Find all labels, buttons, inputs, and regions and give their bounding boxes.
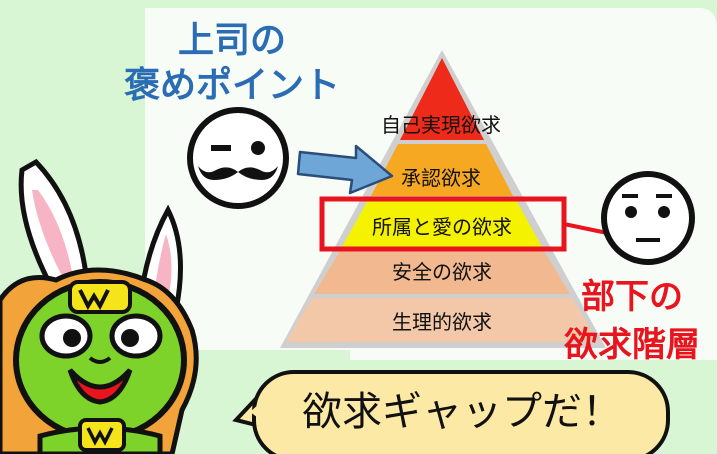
boss-title-line2: 褒めポイント — [124, 64, 340, 106]
pyramid-level-1 — [400, 58, 484, 140]
subordinate-title-line1: 部下の — [581, 277, 683, 317]
speech-bubble: 欲求ギャップだ！ — [232, 370, 670, 454]
pyramid-label-4: 安全の欲求 — [392, 260, 492, 284]
mustache-face-icon — [187, 107, 289, 209]
arrow-icon — [296, 144, 394, 195]
pyramid: 自己実現欲求 承認欲求 所属と愛の欲求 安全の欲求 生理的欲求 — [286, 58, 598, 342]
subordinate-title-line2: 欲求階層 — [563, 325, 700, 365]
pyramid-label-5: 生理的欲求 — [392, 310, 492, 334]
pyramid-label-1: 自己実現欲求 — [381, 113, 501, 137]
pyramid-level-4 — [314, 251, 570, 294]
rabbit-mascot — [0, 158, 199, 454]
neutral-face-icon — [601, 171, 695, 265]
pyramid-level-2 — [371, 144, 513, 196]
pyramid-label-2: 承認欲求 — [401, 166, 481, 190]
pyramid-level-5 — [286, 298, 598, 342]
pyramid-label-3: 所属と愛の欲求 — [372, 215, 512, 239]
speech-text: 欲求ギャップだ！ — [302, 389, 622, 435]
boss-title-line1: 上司の — [178, 20, 286, 61]
pyramid-level-3 — [342, 200, 542, 247]
